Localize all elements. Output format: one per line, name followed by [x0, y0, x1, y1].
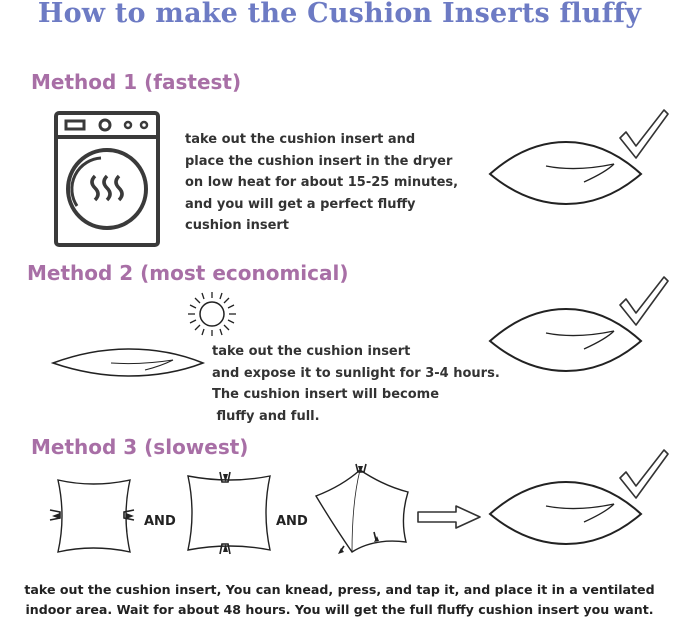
checkmark-icon — [619, 109, 669, 159]
washing-machine-icon — [54, 111, 160, 247]
checkmark-icon — [619, 276, 669, 326]
fluffy-cushion-icon — [488, 307, 643, 373]
sun-icon — [188, 292, 236, 336]
method-3-heading: Method 3 (slowest) — [31, 435, 249, 459]
and-label: AND — [144, 514, 176, 529]
tap-cushion-icon — [314, 463, 409, 554]
method-2-heading: Method 2 (most economical) — [27, 261, 349, 285]
and-label: AND — [276, 514, 308, 529]
page-title: How to make the Cushion Inserts fluffy — [37, 0, 642, 29]
footer-instructions: take out the cushion insert, You can kne… — [24, 582, 655, 617]
method-2-text: take out the cushion insert and expose i… — [212, 344, 500, 424]
knead-cushion-icon — [49, 479, 135, 553]
fluffy-cushion-icon — [488, 480, 643, 546]
flat-cushion-icon — [50, 348, 206, 377]
press-cushion-icon — [187, 471, 271, 555]
method-1-text: take out the cushion insert and place th… — [185, 132, 459, 233]
method-1-heading: Method 1 (fastest) — [31, 70, 242, 94]
checkmark-icon — [619, 449, 669, 499]
fluffy-cushion-icon — [488, 140, 643, 206]
arrow-right-icon — [417, 505, 481, 529]
